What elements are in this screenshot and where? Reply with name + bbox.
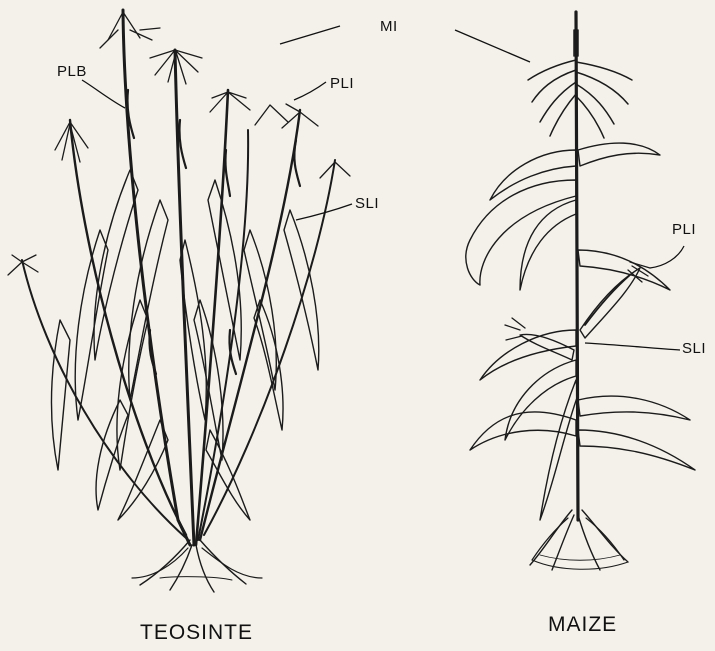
label-pli-teosinte: PLI	[330, 76, 354, 91]
teosinte-roots	[132, 540, 262, 592]
leader-pli-maize	[650, 246, 684, 268]
maize-upper-ear	[580, 262, 650, 338]
label-pli-maize: PLI	[672, 222, 696, 237]
maize-lower-ear	[505, 318, 574, 360]
leader-mi-teosinte	[280, 26, 340, 44]
label-mi: MI	[380, 19, 398, 34]
label-plb: PLB	[57, 64, 87, 79]
maize-stalk	[576, 12, 578, 520]
title-teosinte: TEOSINTE	[140, 622, 253, 643]
leader-mi-maize	[455, 30, 530, 62]
label-sli-maize: SLI	[682, 341, 706, 356]
title-maize: MAIZE	[548, 614, 617, 635]
maize-plant	[466, 12, 695, 570]
leader-sli-maize	[585, 343, 680, 350]
label-sli-teosinte: SLI	[355, 196, 379, 211]
maize-tassel	[528, 30, 632, 138]
label-leader-lines	[82, 26, 684, 350]
teosinte-stalks	[22, 10, 335, 545]
leader-plb	[82, 80, 125, 108]
leader-pli-teosinte	[294, 82, 326, 100]
